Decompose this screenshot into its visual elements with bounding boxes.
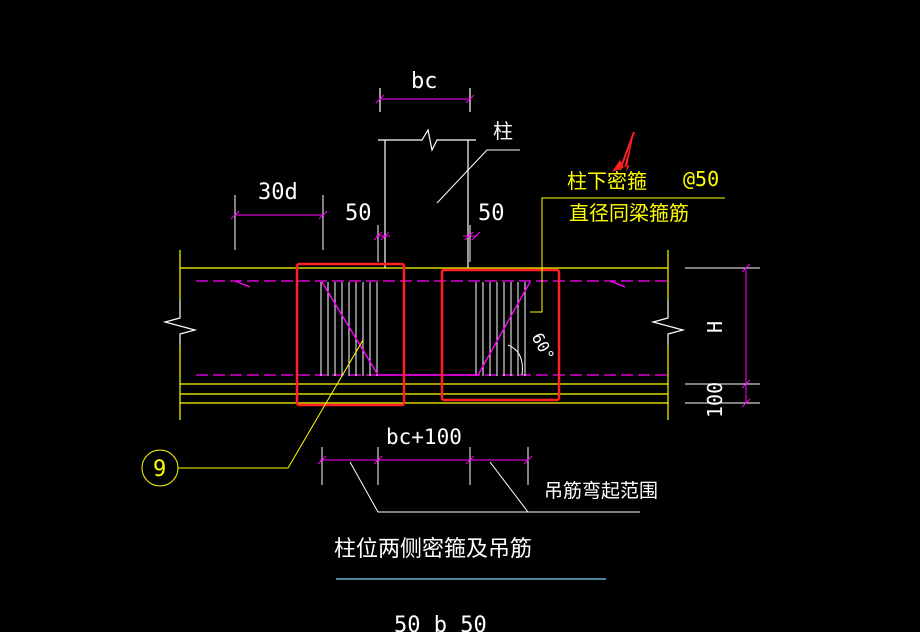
callout-leader: [141, 339, 364, 487]
rebar-hooks: [234, 280, 626, 288]
label-column: 柱: [493, 119, 513, 143]
label-dense-stirrup-2: 直径同梁箍筋: [569, 201, 689, 225]
label-callout-number: 9: [153, 457, 166, 482]
label-30d: 30d: [258, 180, 298, 205]
label-bottom-partial: 50 b 50: [394, 613, 487, 632]
dim-height: [685, 263, 760, 408]
label-dense-stirrup-1: 柱下密箍: [567, 169, 647, 193]
label-angle: 60°: [528, 330, 558, 364]
break-line-right: [650, 300, 686, 345]
label-100: 100: [703, 382, 727, 418]
highlight-box-left: [295, 262, 406, 407]
dense-stirrups-left: [320, 282, 378, 376]
label-spacing: @50: [683, 167, 719, 191]
stirrup-leader: [530, 197, 725, 313]
dim-50-left: [373, 225, 390, 262]
label-title: 柱位两侧密箍及吊筋: [334, 537, 532, 562]
label-height: H: [703, 321, 727, 333]
dim-bc: [375, 94, 475, 104]
angle-arc: [507, 344, 523, 376]
hanger-bar: [321, 281, 531, 376]
dim-30d: [230, 195, 328, 250]
dim-50-right: [463, 225, 481, 262]
label-50-right: 50: [478, 201, 505, 226]
column-leader: [436, 149, 520, 204]
red-arrow-icon: [612, 131, 635, 172]
longitudinal-rebars: [196, 280, 668, 376]
beam-outline: [179, 250, 669, 420]
highlight-box-right: [440, 268, 561, 402]
label-bc: bc: [411, 69, 438, 94]
column-outline: [378, 88, 476, 268]
label-50-left: 50: [345, 201, 372, 226]
label-bc-plus-100: bc+100: [386, 425, 462, 449]
highlight-boxes: [295, 262, 561, 407]
label-hanger-range: 吊筋弯起范围: [544, 480, 658, 502]
break-line-left: [162, 300, 198, 345]
dim-bc-plus-100: [317, 447, 533, 485]
dense-stirrups-right: [475, 282, 526, 376]
hanger-range-leader: [349, 461, 640, 513]
